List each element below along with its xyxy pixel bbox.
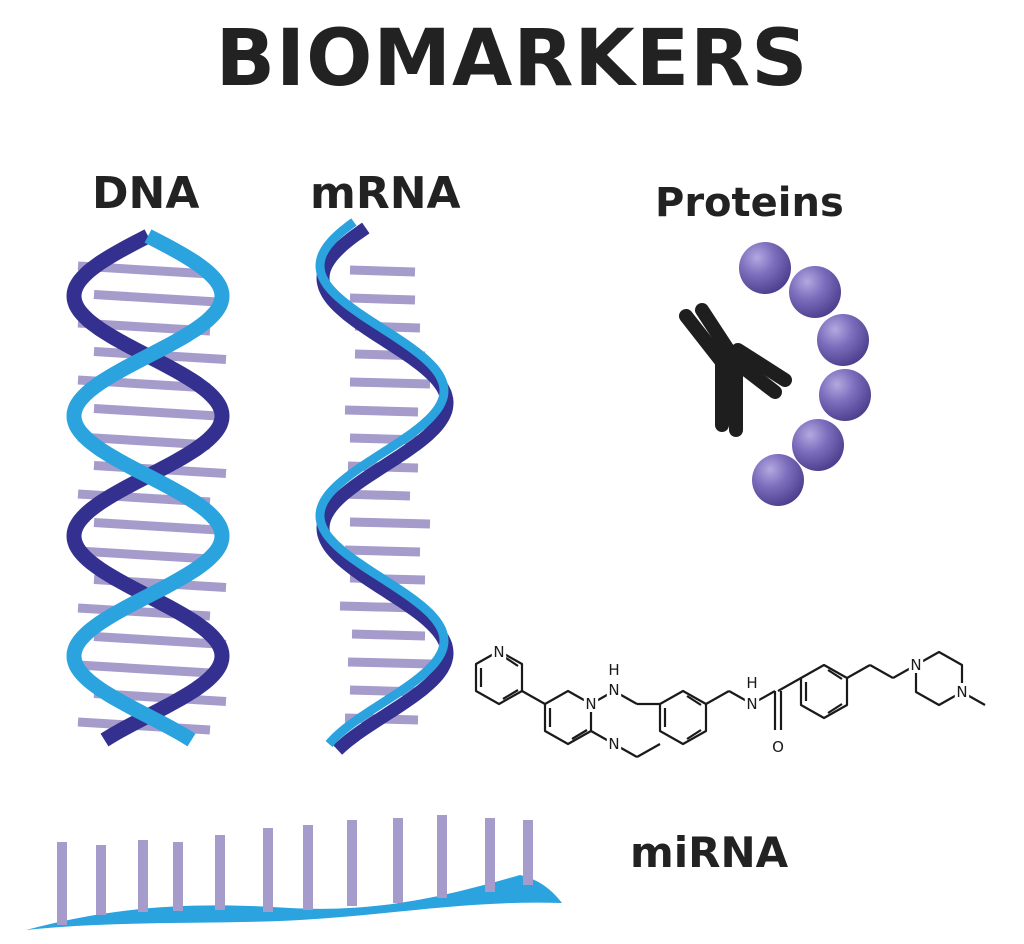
atom-label: N xyxy=(956,683,967,701)
dna-rung xyxy=(77,432,211,450)
dna-rung xyxy=(93,404,227,421)
dna-rung xyxy=(93,518,227,535)
protein-subunit xyxy=(792,419,844,471)
chemical-atom-labels: N N H N N H N O N N xyxy=(490,640,970,756)
atom-label: H xyxy=(608,661,619,679)
atom-label: N xyxy=(910,656,921,674)
protein-subunit xyxy=(739,242,791,294)
dna-label: DNA xyxy=(92,168,200,219)
dna-helix-icon xyxy=(66,229,230,747)
antibody-icon xyxy=(679,303,792,437)
dna-rung xyxy=(93,632,227,649)
chemical-structure-icon xyxy=(474,649,986,758)
protein-chain-icon xyxy=(739,242,871,506)
dna-rung xyxy=(77,546,211,564)
atom-label: N xyxy=(493,643,504,661)
mrna-rung xyxy=(347,657,433,669)
atom-label: N xyxy=(608,681,619,699)
mrna-rung xyxy=(349,685,421,697)
atom-label: N xyxy=(585,695,596,713)
mrna-rung xyxy=(344,545,421,557)
dna-strand-dark xyxy=(66,229,230,747)
mrna-helix-icon xyxy=(315,218,454,755)
mrna-rung xyxy=(349,377,431,389)
proteins-label: Proteins xyxy=(655,180,844,226)
dna-rung xyxy=(93,290,227,307)
mrna-rung xyxy=(349,517,431,529)
mrna-label: mRNA xyxy=(310,168,461,219)
dna-rung xyxy=(77,660,211,678)
atom-label: O xyxy=(772,738,784,756)
mirna-label: miRNA xyxy=(630,828,789,877)
mrna-rung xyxy=(351,629,426,641)
atom-label: N xyxy=(608,735,619,753)
dna-strand-light xyxy=(66,229,230,747)
mrna-strand-light xyxy=(315,218,449,747)
atom-label: N xyxy=(746,695,757,713)
mrna-rung xyxy=(344,405,419,417)
protein-subunit xyxy=(752,454,804,506)
mrna-rung xyxy=(349,293,416,305)
mirna-strand-icon xyxy=(26,815,562,930)
protein-subunit xyxy=(789,266,841,318)
mrna-rung xyxy=(349,265,416,277)
protein-subunit xyxy=(817,314,869,366)
mrna-strand-dark xyxy=(316,222,454,755)
atom-label: H xyxy=(746,674,757,692)
protein-subunit xyxy=(819,369,871,421)
page-title: BIOMARKERS xyxy=(215,14,809,104)
